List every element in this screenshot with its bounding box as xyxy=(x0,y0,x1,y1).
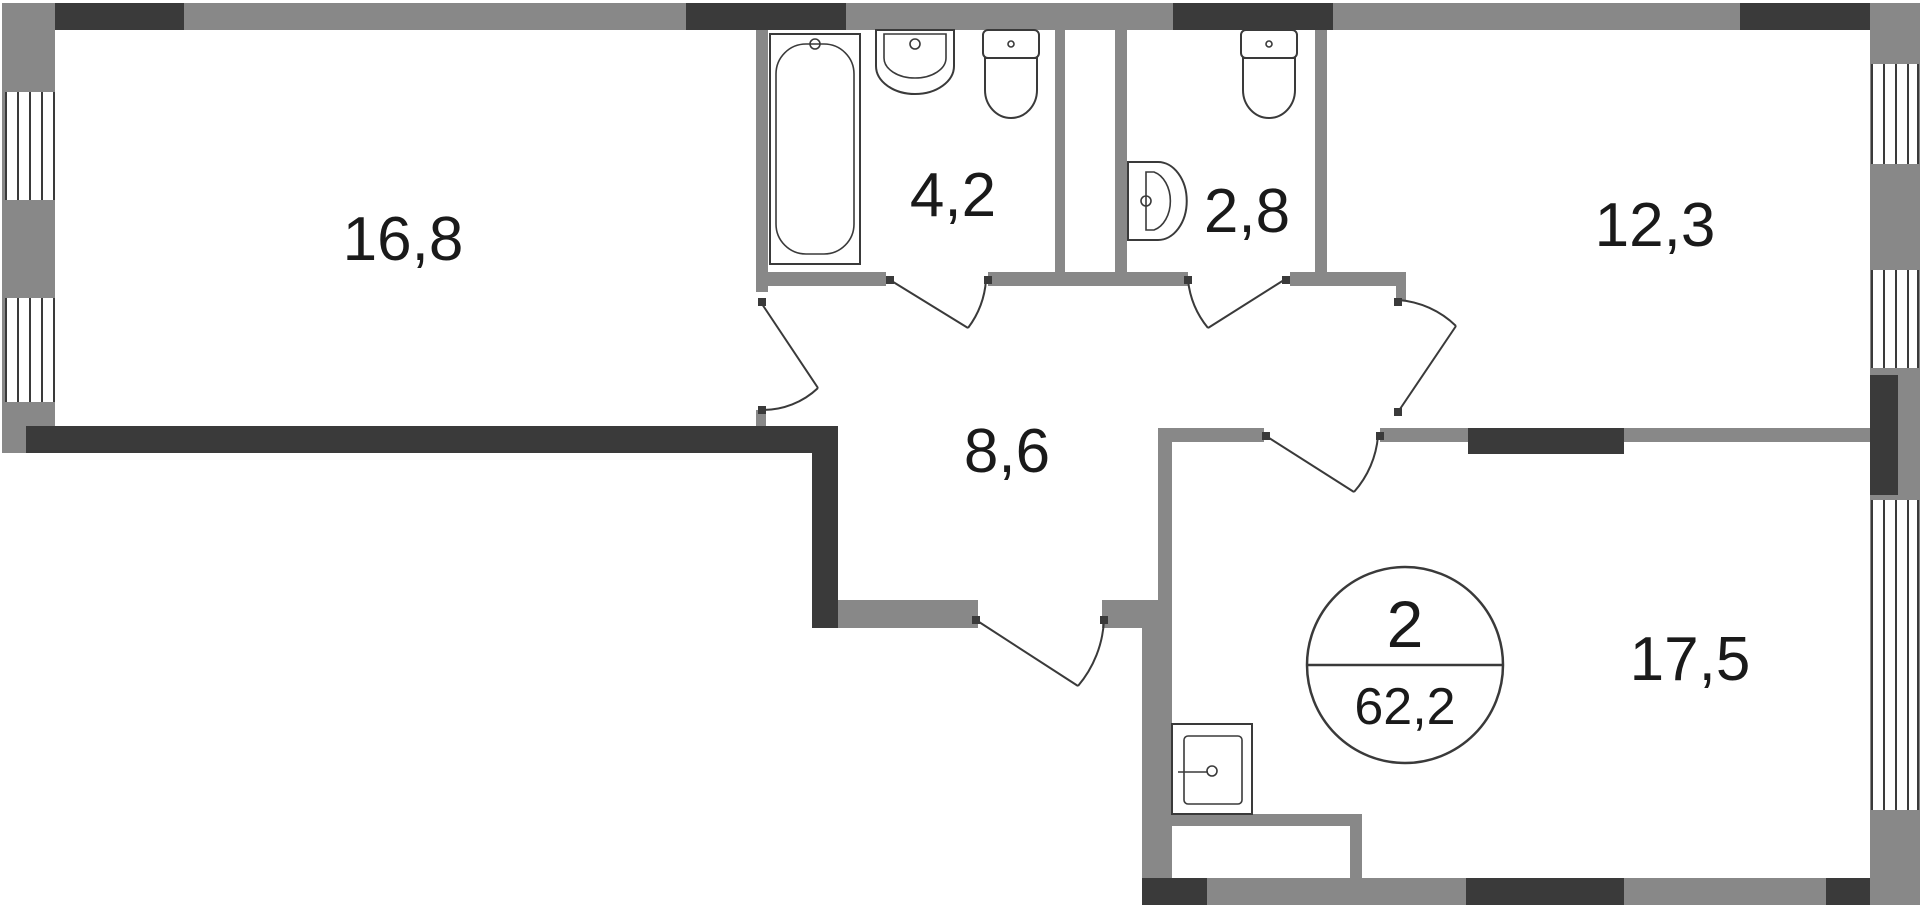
room-area-bathroom: 4,2 xyxy=(910,161,996,230)
wc-sink-icon xyxy=(1127,161,1188,241)
wc-toilet-icon xyxy=(1240,29,1298,59)
room-area-bedroom: 12,3 xyxy=(1595,191,1716,260)
room-area-kitchen-living: 17,5 xyxy=(1630,625,1751,694)
left-room-bottom-wall xyxy=(26,426,838,453)
room-area-toilet: 2,8 xyxy=(1204,177,1290,246)
fixtures xyxy=(769,29,1298,815)
toilet-icon xyxy=(982,29,1040,59)
badge-total-area: 62,2 xyxy=(1354,678,1455,736)
top-wall xyxy=(26,3,1896,30)
room-labels: 16,8 4,2 2,8 12,3 8,6 17,5 xyxy=(343,161,1751,694)
room-area-hallway: 8,6 xyxy=(964,417,1050,486)
badge-room-count: 2 xyxy=(1387,587,1424,661)
bathtub-icon xyxy=(769,33,861,265)
room-area-living-left: 16,8 xyxy=(343,205,464,274)
apartment-badge: 2 62,2 xyxy=(1305,565,1505,765)
walls xyxy=(2,3,1920,905)
sink-icon xyxy=(875,29,955,95)
doors xyxy=(758,276,1457,687)
kitchen-sink-icon xyxy=(1171,723,1253,815)
